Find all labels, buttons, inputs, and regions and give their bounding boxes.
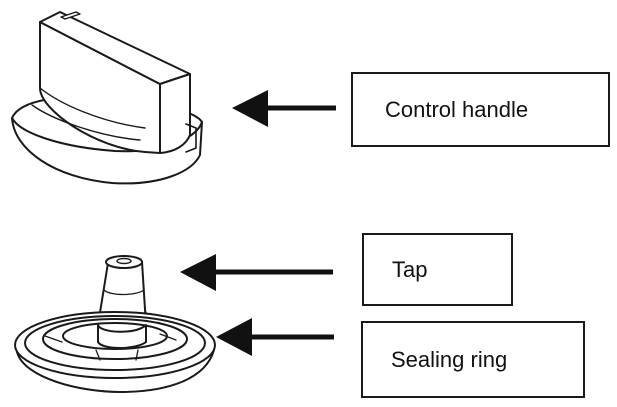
control-knob-icon [11,11,203,185]
sealing-ring-label-box: Sealing ring [361,321,585,398]
sealing-ring-icon [14,311,216,393]
tap-label-box: Tap [362,233,513,306]
control-handle-label: Control handle [385,96,529,122]
sealing-ring-label: Sealing ring [391,346,508,372]
arrow-left-icon [180,254,333,291]
arrow-left-icon [216,318,334,356]
control-handle-label-box: Control handle [351,72,610,147]
arrow-left-icon [232,90,336,127]
tap-label: Tap [392,256,428,282]
